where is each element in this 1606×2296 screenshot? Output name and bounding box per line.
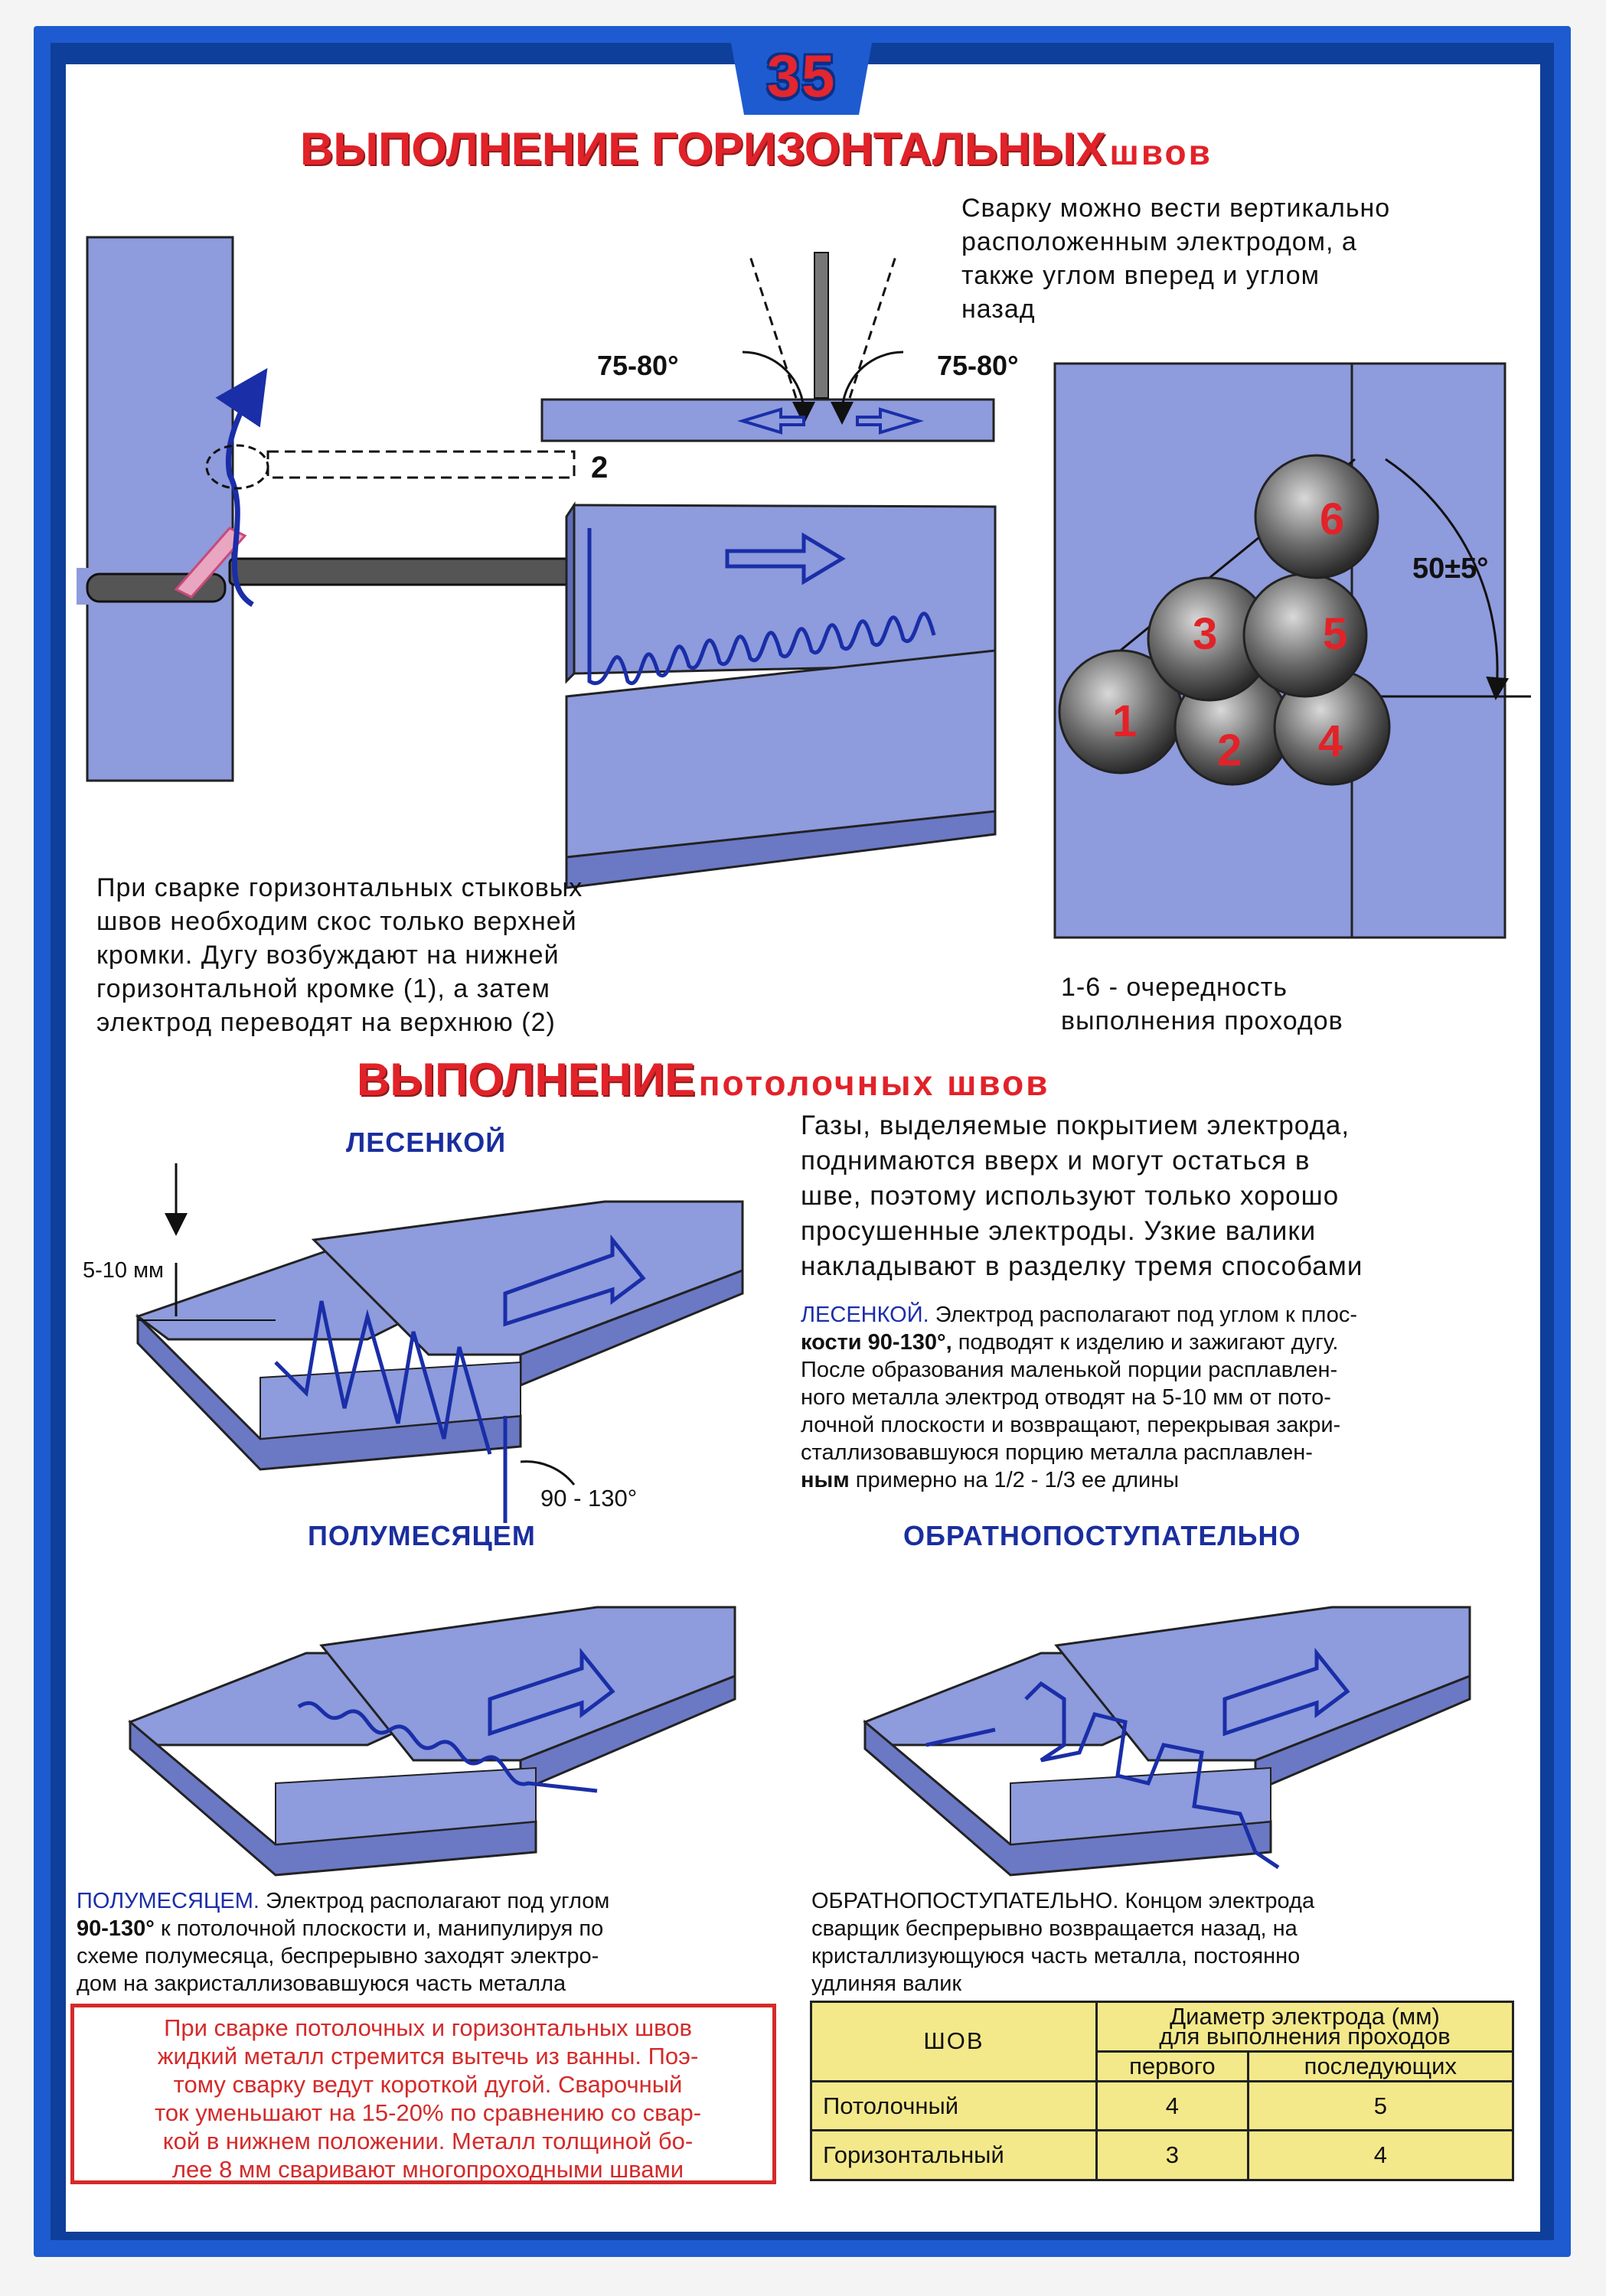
section1-title-small: швов	[1109, 132, 1213, 172]
method-ladder-heading: ЛЕСЕНКОЙ	[346, 1127, 507, 1158]
angle-label: 90 - 130°	[540, 1485, 638, 1512]
electrode-pos-2: 2	[591, 451, 608, 484]
angle-left-label: 75-80°	[597, 350, 678, 381]
electrode-diameter-table: ШОВ Диаметр электрода (мм)для выполнения…	[810, 2001, 1515, 2181]
pass-angle-label: 50±5°	[1412, 553, 1488, 585]
pass-num-4: 4	[1318, 716, 1343, 766]
ladder-description: ЛЕСЕНКОЙ. Электрод располагают под углом…	[801, 1303, 1358, 1492]
section2-title-small: потолочных швов	[698, 1063, 1050, 1103]
warning-text: При сварке потолочных и горизонтальных ш…	[154, 2014, 702, 2183]
section1-title-bold: ВЫПОЛНЕНИЕ ГОРИЗОНТАЛЬНЫХ	[300, 123, 1107, 174]
section2-title-bold: ВЫПОЛНЕНИЕ	[357, 1054, 696, 1105]
pass-num-1: 1	[1112, 696, 1137, 746]
method-backstep-heading: ОБРАТНОПОСТУПАТЕЛЬНО	[903, 1520, 1301, 1551]
section1-caption-left: При сварке горизонтальных стыковых швов …	[96, 873, 583, 1037]
horizontal-seam-figures: 1 2 75-80° 75-80° 1 2 3 4 5 6 50±5°	[77, 236, 1531, 939]
pass-num-6: 6	[1320, 494, 1344, 544]
col-seam-header: ШОВ	[810, 2001, 1098, 2082]
pass-num-2: 2	[1217, 726, 1242, 775]
col-next-header: последующих	[1246, 2050, 1515, 2082]
backstep-description: ОБРАТНОПОСТУПАТЕЛЬНО. Концом электрода с…	[811, 1889, 1315, 1996]
offset-label: 5-10 мм	[83, 1258, 164, 1283]
page-number-badge: 35	[729, 31, 874, 115]
table-row: Горизонтальный 3 4	[810, 2129, 1515, 2181]
crescent-figure	[128, 1606, 736, 1877]
warning-box: При сварке потолочных и горизонтальных ш…	[70, 2004, 776, 2184]
page-number: 35	[766, 42, 837, 109]
crescent-description: ПОЛУМЕСЯЦЕМ. Электрод располагают под уг…	[77, 1889, 610, 1996]
section1-intro: Сварку можно вести вертикально расположе…	[961, 194, 1391, 324]
section1-caption-right: 1-6 - очередность выполнения проходов	[1061, 973, 1343, 1035]
angle-right-label: 75-80°	[937, 350, 1018, 381]
pass-num-5: 5	[1323, 609, 1347, 659]
backstep-figure	[863, 1606, 1471, 1877]
method-crescent-heading: ПОЛУМЕСЯЦЕМ	[308, 1520, 536, 1551]
section2-intro: Газы, выделяемые покрытием электрода, по…	[801, 1110, 1363, 1281]
pass-num-3: 3	[1193, 609, 1217, 659]
section1-title: ВЫПОЛНЕНИЕ ГОРИЗОНТАЛЬНЫХ швов	[300, 122, 1213, 175]
col-diam-header: Диаметр электрода (мм)для выполнения про…	[1095, 2001, 1514, 2053]
ladder-figure	[135, 1163, 744, 1523]
col-first-header: первого	[1095, 2050, 1249, 2082]
section2-title: ВЫПОЛНЕНИЕ потолочных швов	[357, 1053, 1049, 1106]
table-row: Потолочный 4 5	[810, 2079, 1515, 2132]
